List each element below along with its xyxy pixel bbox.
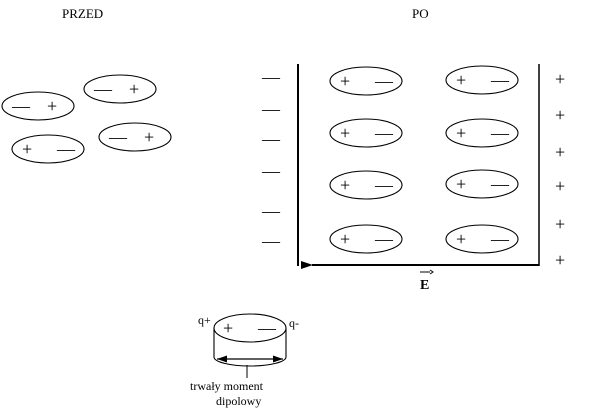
left-plate-charge: — — [261, 99, 281, 119]
dipoles-after-group: +—+—+—+—+—+—+—+— — [329, 65, 519, 254]
caption-line-2: dipolowy — [216, 394, 261, 408]
before-dipole-ellipse — [11, 134, 85, 164]
left-plate-charge: — — [261, 129, 281, 149]
cylinder-top — [213, 313, 287, 343]
before-dipole-left-sign: + — [22, 139, 32, 159]
after-dipole-left-sign: + — [456, 174, 466, 194]
right-plate-charge: + — [555, 214, 565, 234]
after-dipole: +— — [445, 65, 519, 95]
heading-after: PO — [412, 6, 429, 21]
after-dipole: +— — [445, 169, 519, 199]
before-dipole-left-sign: — — [93, 79, 113, 99]
before-dipole-ellipse — [1, 91, 75, 121]
after-dipole-ellipse — [329, 118, 403, 148]
cylinder-plus: + — [223, 318, 233, 338]
after-dipole-ellipse — [329, 224, 403, 254]
after-dipole-left-sign: + — [340, 71, 350, 91]
after-dipole-ellipse — [329, 170, 403, 200]
after-dipole-left-sign: + — [340, 229, 350, 249]
left-plate-charge: — — [261, 231, 281, 251]
before-dipole-ellipse — [98, 122, 172, 152]
left-plate-charge: — — [261, 67, 281, 87]
after-dipole-right-sign: — — [374, 175, 394, 195]
right-plate-charge: + — [555, 250, 565, 270]
before-dipole: —+ — [83, 74, 157, 104]
before-dipole-right-sign: + — [129, 79, 139, 99]
after-dipole-right-sign: — — [374, 229, 394, 249]
before-dipole: —+ — [1, 91, 75, 121]
caption-line-1: trwały moment — [190, 379, 264, 393]
before-dipole-left-sign: — — [108, 127, 128, 147]
cylinder-minus: — — [257, 318, 277, 338]
after-dipole-left-sign: + — [456, 229, 466, 249]
before-dipole: +— — [11, 134, 85, 164]
after-dipole-ellipse — [445, 65, 519, 95]
after-dipole-ellipse — [445, 224, 519, 254]
after-dipole-right-sign: — — [490, 70, 510, 90]
after-dipole-left-sign: + — [340, 123, 350, 143]
heading-before: PRZED — [62, 6, 103, 21]
after-dipole: +— — [329, 170, 403, 200]
field-vector-head — [429, 269, 434, 275]
right-plate-charge: + — [555, 176, 565, 196]
after-dipole-right-sign: — — [490, 123, 510, 143]
after-dipole-ellipse — [445, 169, 519, 199]
before-dipole-ellipse — [83, 74, 157, 104]
before-dipole-right-sign: — — [56, 139, 76, 159]
before-dipole: —+ — [98, 122, 172, 152]
right-plate-charges: + + + + + + — [555, 69, 565, 270]
before-dipole-right-sign: + — [47, 96, 57, 116]
after-dipole: +— — [329, 224, 403, 254]
left-plate-charge: — — [261, 201, 281, 221]
after-dipole-ellipse — [329, 66, 403, 96]
dipoles-before-group: —+—++——+ — [1, 74, 172, 164]
after-dipole-right-sign: — — [374, 123, 394, 143]
dipole-detail: + — q+ q- trwały moment dipolowy — [190, 313, 299, 408]
after-dipole-ellipse — [445, 118, 519, 148]
field-label: E — [420, 278, 429, 293]
cylinder-body — [213, 328, 287, 367]
right-plate-charge: + — [555, 69, 565, 89]
after-dipole: +— — [329, 66, 403, 96]
before-dipole-left-sign: — — [11, 96, 31, 116]
right-plate-charge: + — [555, 105, 565, 125]
after-dipole-left-sign: + — [340, 175, 350, 195]
right-plate-charge: + — [555, 142, 565, 162]
before-dipole-right-sign: + — [144, 127, 154, 147]
charge-positive-label: q+ — [198, 313, 211, 327]
after-dipole-right-sign: — — [374, 71, 394, 91]
after-dipole-right-sign: — — [490, 174, 510, 194]
after-dipole: +— — [445, 118, 519, 148]
left-plate-charge: — — [261, 161, 281, 181]
after-dipole: +— — [445, 224, 519, 254]
after-dipole-right-sign: — — [490, 229, 510, 249]
left-plate-charges: — — — — — — — [261, 67, 281, 251]
after-dipole-left-sign: + — [456, 70, 466, 90]
charge-negative-label: q- — [289, 316, 299, 330]
after-dipole: +— — [329, 118, 403, 148]
after-dipole-left-sign: + — [456, 123, 466, 143]
